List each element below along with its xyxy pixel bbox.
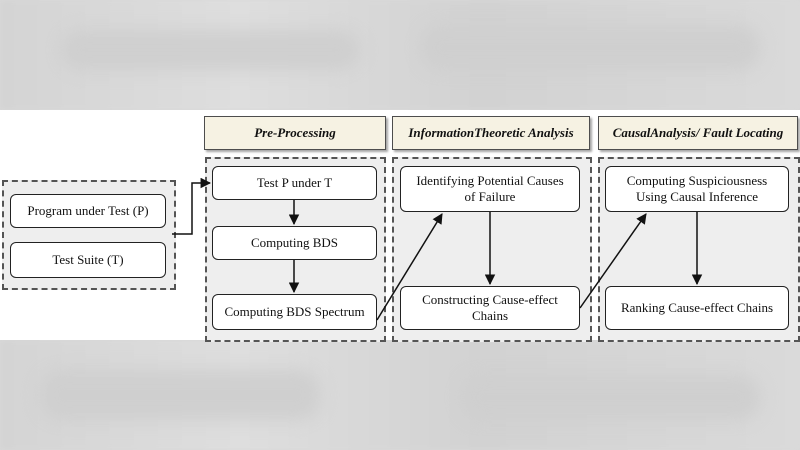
- header-pre-processing-label: Pre-Processing: [254, 125, 336, 140]
- header-causal-analysis: CausalAnalysis/ Fault Locating: [598, 116, 798, 150]
- test-p-under-t-label: Test P under T: [256, 174, 333, 190]
- header-information-theoretic: InformationTheoretic Analysis: [392, 116, 590, 150]
- constructing-chains-box: Constructing Cause-effect Chains: [400, 286, 580, 330]
- blurred-smudge: [420, 25, 760, 70]
- computing-bds-box: Computing BDS: [212, 226, 377, 260]
- header-information-theoretic-label: InformationTheoretic Analysis: [408, 125, 574, 140]
- suspiciousness-line1: Computing Suspiciousness: [626, 172, 768, 188]
- suspiciousness-box: Computing Suspiciousness Using Causal In…: [605, 166, 789, 212]
- identifying-causes-box: Identifying Potential Causes of Failure: [400, 166, 580, 212]
- computing-bds-spectrum-box: Computing BDS Spectrum: [212, 294, 377, 330]
- header-causal-analysis-label: CausalAnalysis/ Fault Locating: [612, 125, 784, 140]
- identifying-causes-line2: of Failure: [464, 189, 516, 204]
- suspiciousness-line2: Using Causal Inference: [635, 189, 758, 204]
- test-p-under-t-box: Test P under T: [212, 166, 377, 200]
- identifying-causes-line1: Identifying Potential Causes: [416, 172, 564, 188]
- test-suite-box: Test Suite (T): [10, 242, 166, 278]
- workflow-diagram: Pre-Processing InformationTheoretic Anal…: [0, 110, 800, 342]
- blurred-smudge: [60, 30, 360, 70]
- blurred-smudge: [40, 370, 320, 420]
- program-under-test-label: Program under Test (P): [27, 202, 149, 218]
- computing-bds-label: Computing BDS: [250, 234, 339, 250]
- ranking-chains-label: Ranking Cause-effect Chains: [620, 299, 774, 315]
- header-pre-processing: Pre-Processing: [204, 116, 386, 150]
- computing-bds-spectrum-label: Computing BDS Spectrum: [224, 303, 365, 319]
- program-under-test-box: Program under Test (P): [10, 194, 166, 228]
- ranking-chains-box: Ranking Cause-effect Chains: [605, 286, 789, 330]
- constructing-chains-line2: Chains: [471, 308, 509, 323]
- constructing-chains-line1: Constructing Cause-effect: [422, 291, 558, 307]
- test-suite-label: Test Suite (T): [52, 251, 124, 267]
- blurred-smudge: [460, 375, 760, 420]
